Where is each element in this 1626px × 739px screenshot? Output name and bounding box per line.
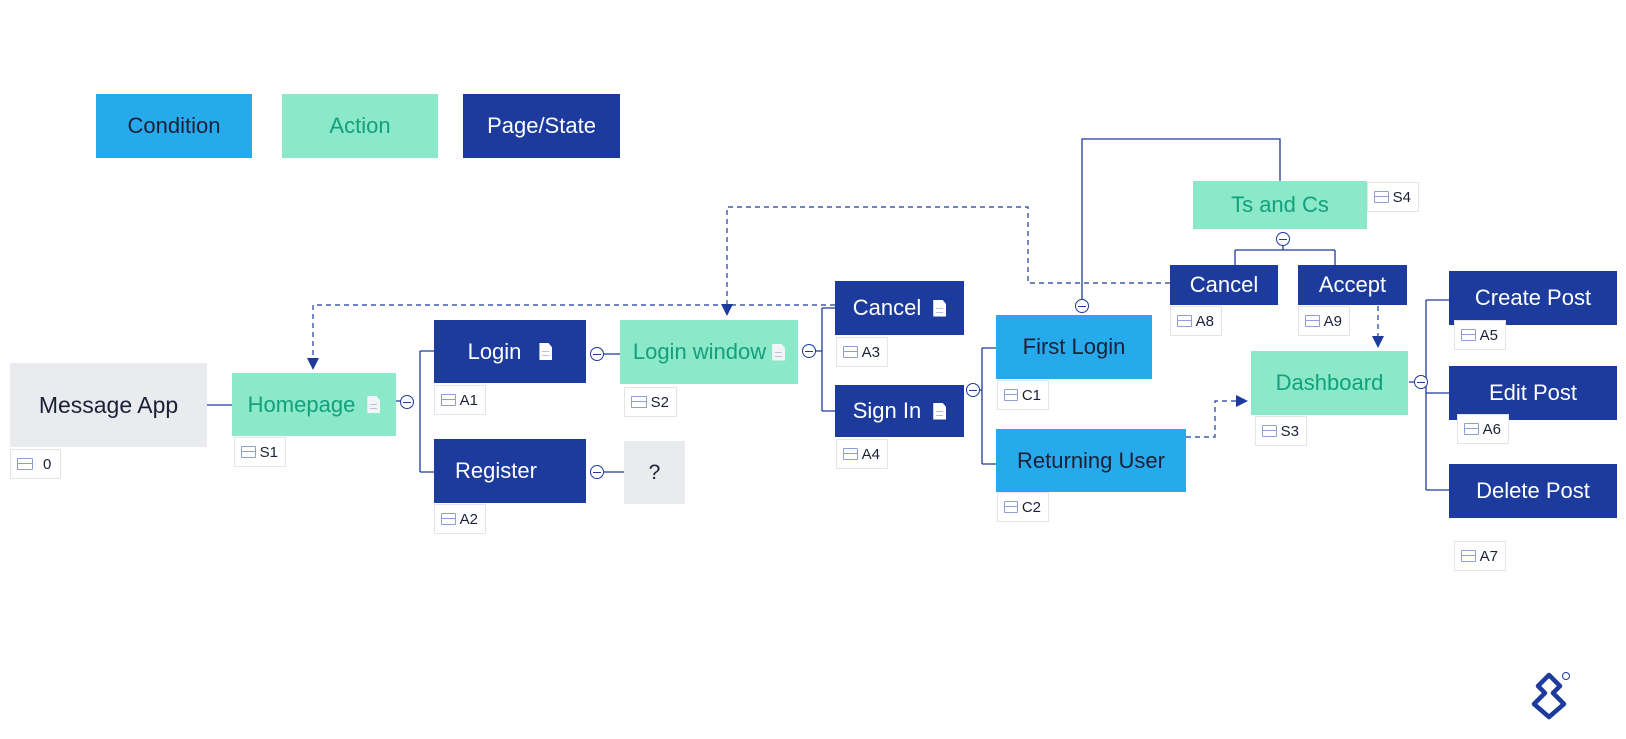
node-register[interactable]: Register — [434, 439, 586, 503]
toptal-logo-icon — [1531, 672, 1570, 720]
node-accept[interactable]: Accept — [1298, 265, 1407, 305]
table-icon — [1177, 315, 1192, 327]
tag-a6: A6 — [1457, 414, 1509, 444]
table-icon — [631, 396, 647, 408]
tag-a2: A2 — [434, 504, 486, 534]
legend-action: Action — [282, 94, 438, 158]
tag-s1: S1 — [234, 437, 286, 467]
table-icon — [1004, 389, 1018, 401]
table-icon — [1262, 425, 1277, 437]
collapse-icon[interactable] — [590, 465, 604, 479]
document-icon — [367, 396, 381, 413]
collapse-icon[interactable] — [802, 344, 816, 358]
node-message-app[interactable]: Message App — [10, 363, 207, 447]
tag-a3: A3 — [836, 337, 888, 367]
node-ts-and-cs[interactable]: Ts and Cs — [1193, 181, 1367, 229]
tag-a5: A5 — [1454, 320, 1506, 350]
table-icon — [1004, 501, 1018, 513]
node-edit-post[interactable]: Edit Post — [1449, 366, 1617, 420]
document-icon — [539, 343, 553, 360]
collapse-icon[interactable] — [1276, 232, 1290, 246]
node-first-login[interactable]: First Login — [996, 315, 1152, 379]
table-icon — [1305, 315, 1320, 327]
tag-a7: A7 — [1454, 541, 1506, 571]
document-icon — [772, 343, 786, 361]
node-dashboard[interactable]: Dashboard — [1251, 351, 1408, 415]
node-cancel-login[interactable]: Cancel — [835, 281, 964, 335]
node-login-window[interactable]: Login window — [620, 320, 798, 384]
node-homepage[interactable]: Homepage — [232, 373, 396, 436]
table-icon — [1461, 329, 1476, 341]
node-cancel-terms[interactable]: Cancel — [1170, 265, 1278, 305]
node-unknown[interactable]: ? — [624, 441, 685, 504]
node-login[interactable]: Login — [434, 320, 586, 383]
table-icon — [441, 513, 456, 525]
tag-a4: A4 — [836, 439, 888, 469]
document-icon — [933, 299, 947, 317]
table-icon — [843, 448, 858, 460]
node-sign-in[interactable]: Sign In — [835, 385, 964, 437]
legend-condition: Condition — [96, 94, 252, 158]
collapse-icon[interactable] — [590, 347, 604, 361]
tag-s4: S4 — [1367, 182, 1419, 212]
collapse-icon[interactable] — [1414, 375, 1428, 389]
tag-c2: C2 — [997, 492, 1049, 522]
table-icon — [1464, 423, 1479, 435]
collapse-icon[interactable] — [966, 383, 980, 397]
tag-0: 0 — [10, 449, 61, 479]
table-icon — [17, 458, 33, 470]
tag-a8: A8 — [1170, 306, 1222, 336]
node-create-post[interactable]: Create Post — [1449, 271, 1617, 325]
legend-page-state: Page/State — [463, 94, 620, 158]
table-icon — [1374, 191, 1389, 203]
tag-a9: A9 — [1298, 306, 1350, 336]
tag-s3: S3 — [1255, 416, 1307, 446]
table-icon — [441, 394, 456, 406]
node-returning-user[interactable]: Returning User — [996, 429, 1186, 492]
table-icon — [241, 446, 256, 458]
tag-s2: S2 — [624, 387, 677, 417]
document-icon — [933, 402, 947, 420]
table-icon — [843, 346, 858, 358]
collapse-icon[interactable] — [1075, 299, 1089, 313]
table-icon — [1461, 550, 1476, 562]
collapse-icon[interactable] — [400, 395, 414, 409]
tag-a1: A1 — [434, 385, 486, 415]
tag-c1: C1 — [997, 380, 1049, 410]
node-delete-post[interactable]: Delete Post — [1449, 464, 1617, 518]
